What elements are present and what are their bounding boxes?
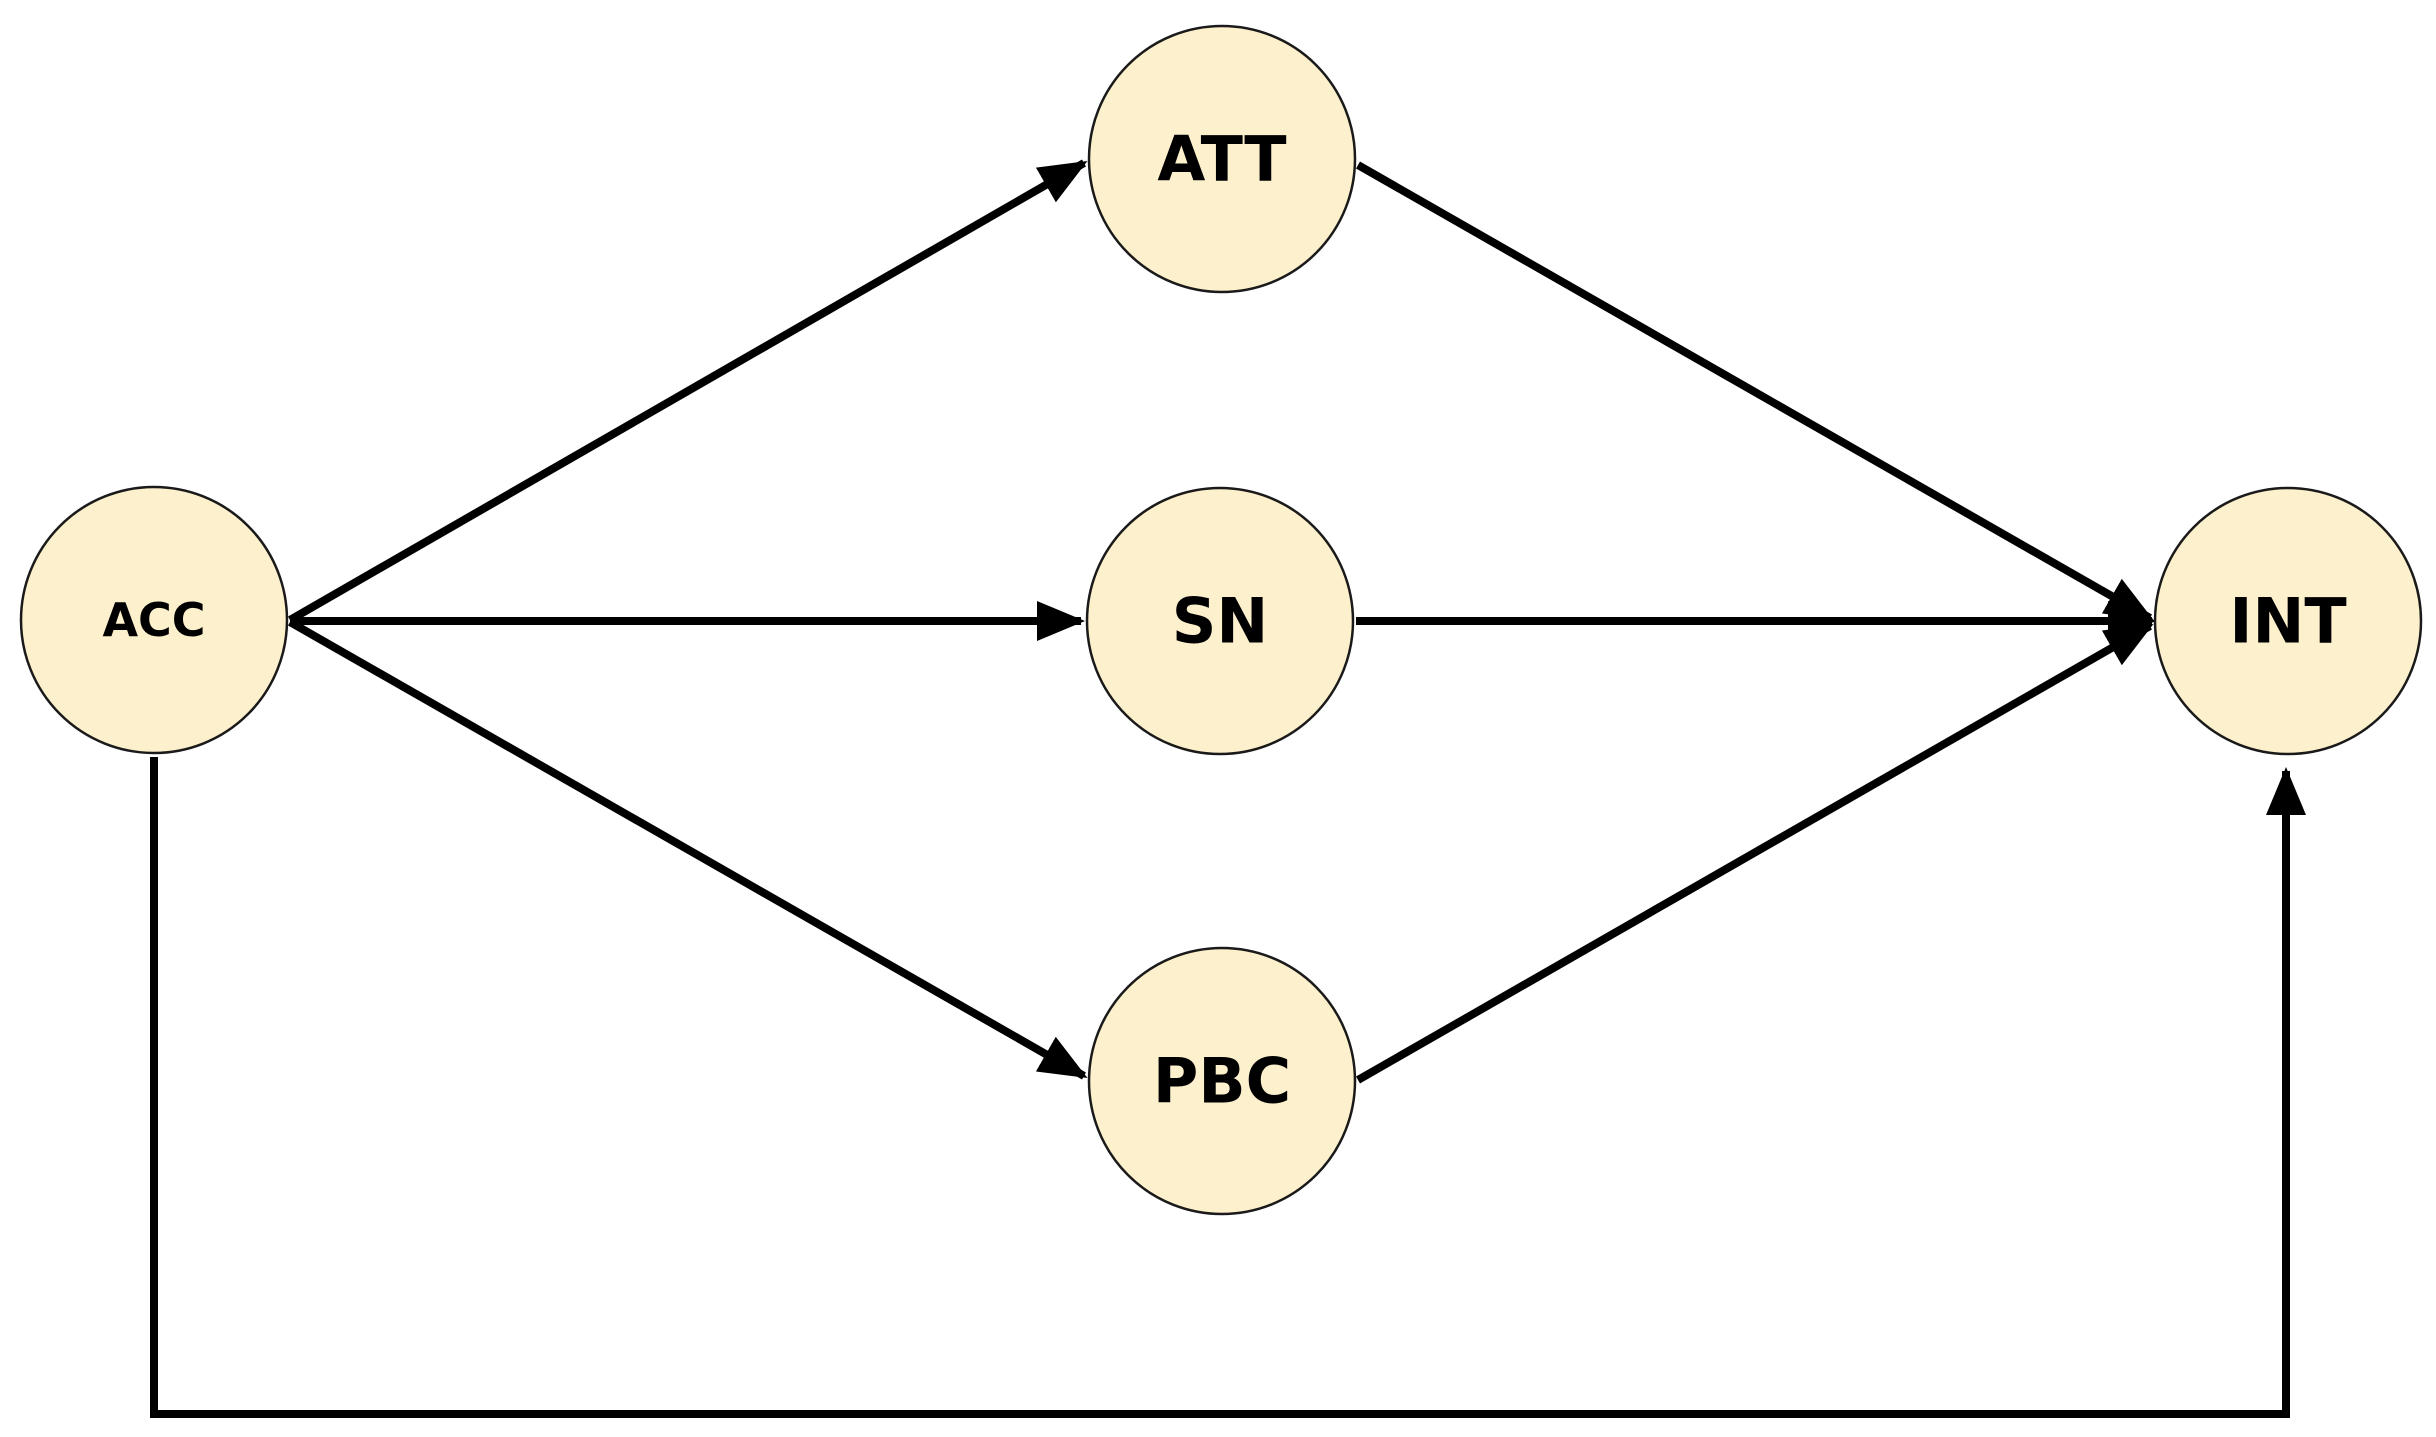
node-att-circle <box>1087 24 1357 294</box>
edge-acc-att <box>288 159 1088 624</box>
node-acc-label: ACC <box>102 593 205 647</box>
node-pbc-circle <box>1087 946 1357 1216</box>
edge-acc-pbc <box>288 618 1088 1080</box>
edges <box>150 159 2306 1418</box>
node-sn-circle <box>1085 486 1355 756</box>
node-sn-label: SN <box>1172 585 1269 658</box>
node-int-circle <box>2153 486 2423 756</box>
node-pbc: PBC <box>1087 946 1357 1216</box>
node-att: ATT <box>1087 24 1357 294</box>
node-acc-circle <box>19 485 289 755</box>
node-att-label: ATT <box>1157 123 1286 196</box>
node-int: INT <box>2153 486 2423 756</box>
node-sn: SN <box>1085 486 1355 756</box>
edge-att-int <box>1356 161 2154 622</box>
node-pbc-label: PBC <box>1153 1045 1291 1118</box>
edge-pbc-int <box>1356 622 2154 1084</box>
edge-acc-int-direct <box>150 757 2306 1418</box>
node-acc: ACC <box>19 485 289 755</box>
node-int-label: INT <box>2229 585 2346 658</box>
